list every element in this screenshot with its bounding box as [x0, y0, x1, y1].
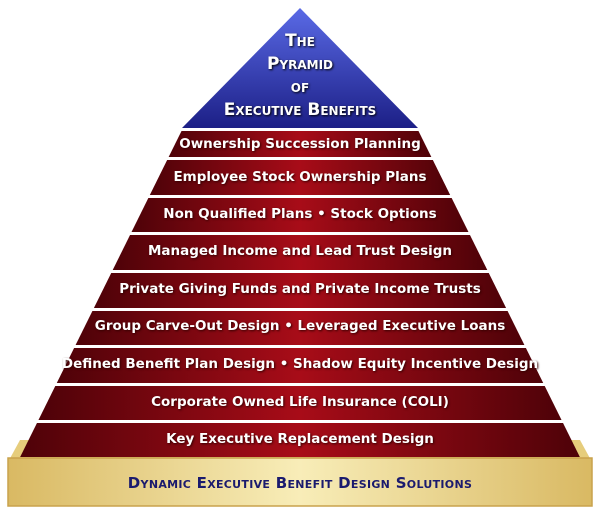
foundation-label: Dynamic Executive Benefit Design Solutio…: [127, 474, 473, 492]
level-label: Private Giving Funds and Private Income …: [119, 281, 481, 297]
pyramid-level-band: [75, 311, 525, 345]
pyramid-level-band: [168, 131, 432, 157]
level-label: Employee Stock Ownership Plans: [173, 169, 427, 185]
pyramid-apex: [182, 8, 418, 128]
pyramid-level-band: [93, 273, 507, 308]
level-label: Managed Income and Lead Trust Design: [147, 243, 453, 259]
level-label: Non Qualified Plans • Stock Options: [163, 206, 437, 222]
level-label: Corporate Owned Life Insurance (COLI): [151, 394, 449, 410]
title-line: Pyramid: [266, 54, 334, 74]
title-line: Executive Benefits: [223, 100, 377, 120]
pyramid-level-band: [131, 198, 469, 232]
level-label: Group Carve-Out Design • Leveraged Execu…: [94, 318, 506, 334]
pyramid-level-band: [20, 423, 580, 457]
title-line: The: [285, 31, 315, 51]
level-label: Ownership Succession Planning: [179, 136, 421, 152]
pyramid-title: The Pyramid of Executive Benefits: [200, 30, 400, 122]
level-label: Defined Benefit Plan Design • Shadow Equ…: [61, 356, 539, 372]
title-line: of: [290, 77, 310, 97]
pyramid-level-band: [56, 348, 544, 383]
foundation-block: [7, 457, 593, 507]
level-label: Key Executive Replacement Design: [166, 431, 434, 447]
pyramid-level-band: [112, 235, 488, 270]
pyramid-level-band: [38, 386, 562, 420]
pyramid-level-band: [149, 160, 451, 195]
